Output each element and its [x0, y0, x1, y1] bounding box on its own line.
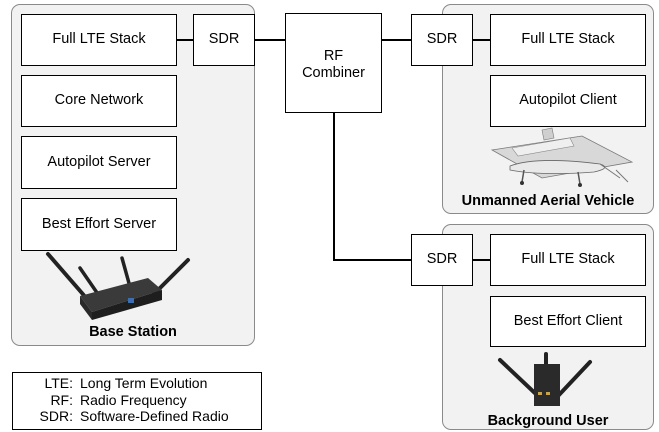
autopilot-server-label: Autopilot Server [47, 153, 151, 170]
background-user-sdr-label: SDR [426, 251, 458, 268]
link-uav-sdr-to-stack [473, 39, 490, 41]
autopilot-client-box: Autopilot Client [490, 75, 646, 127]
uav-sdr-label: SDR [426, 31, 458, 48]
sdr-left-box: SDR [193, 14, 255, 66]
legend-text: Long Term Evolution [80, 375, 208, 391]
legend-row-sdr: SDR: Software-Defined Radio [13, 408, 261, 425]
uav-caption: Unmanned Aerial Vehicle [461, 193, 635, 209]
link-sdr-to-combiner [255, 39, 285, 41]
legend-abbr: LTE: [44, 375, 73, 391]
best-effort-client-box: Best Effort Client [490, 296, 646, 347]
link-bs-stack-to-sdr [177, 39, 193, 41]
autopilot-server-box: Autopilot Server [21, 136, 177, 189]
base-station-caption: Base Station [89, 324, 177, 340]
legend-abbr: SDR: [39, 408, 73, 424]
rf-combiner-box: RF Combiner [285, 13, 382, 113]
legend-row-rf: RF: Radio Frequency [13, 392, 261, 409]
uav-full-lte-stack-label: Full LTE Stack [521, 31, 615, 48]
background-user-caption: Background User [487, 413, 609, 429]
uav-full-lte-stack-box: Full LTE Stack [490, 14, 646, 66]
router-icon [46, 252, 190, 320]
link-bg-sdr-to-stack [473, 259, 490, 261]
modem-icon [498, 352, 592, 406]
best-effort-server-label: Best Effort Server [41, 215, 157, 232]
link-combiner-to-uav-sdr [382, 39, 411, 41]
best-effort-client-label: Best Effort Client [513, 312, 623, 329]
base-station-full-lte-stack-box: Full LTE Stack [21, 14, 177, 66]
legend-text: Software-Defined Radio [80, 408, 229, 424]
rf-combiner-line2: Combiner [302, 65, 365, 82]
background-user-sdr-box: SDR [411, 234, 473, 286]
sdr-left-label: SDR [208, 31, 240, 48]
core-network-label: Core Network [54, 92, 144, 109]
link-combiner-down [333, 113, 335, 260]
uav-sdr-box: SDR [411, 14, 473, 66]
legend-text: Radio Frequency [80, 391, 187, 408]
drone-icon [490, 127, 634, 187]
core-network-box: Core Network [21, 75, 177, 127]
autopilot-client-label: Autopilot Client [519, 92, 617, 109]
base-station-full-lte-stack-label: Full LTE Stack [52, 31, 146, 48]
legend: LTE: Long Term Evolution RF: Radio Frequ… [12, 372, 262, 430]
legend-row-lte: LTE: Long Term Evolution [13, 375, 261, 392]
link-combiner-to-bg-sdr [333, 259, 411, 261]
background-user-full-lte-stack-box: Full LTE Stack [490, 234, 646, 286]
legend-abbr: RF: [50, 391, 73, 408]
best-effort-server-box: Best Effort Server [21, 198, 177, 251]
background-user-full-lte-stack-label: Full LTE Stack [521, 251, 615, 268]
rf-combiner-line1: RF [323, 48, 344, 64]
